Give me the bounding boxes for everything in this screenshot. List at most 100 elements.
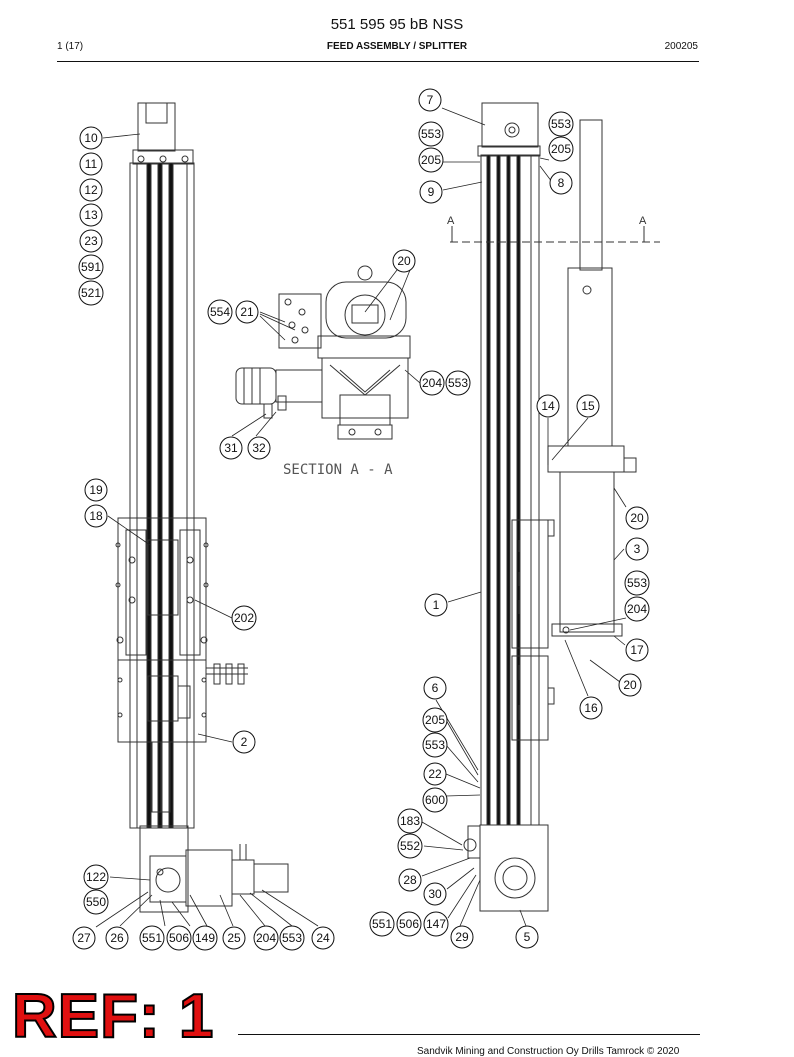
part-callout-9: 9 [419,180,443,204]
part-callout-553: 553 [445,370,471,396]
callout-circle [418,121,444,147]
part-callout-551: 551 [369,911,395,937]
part-callout-20: 20 [618,673,642,697]
part-callout-553: 553 [279,925,305,951]
part-callout-28: 28 [398,868,422,892]
reference-stamp: REF: 1 [11,982,215,1051]
callout-circle [618,673,642,697]
callout-number: 30 [428,887,442,901]
callout-circle [78,280,104,306]
part-callout-122: 122 [83,864,109,890]
callout-circle [397,808,423,834]
callout-circle [105,926,129,950]
callout-circle [222,926,246,950]
callout-number: 202 [234,611,254,625]
callout-circle [392,249,416,273]
part-callout-205: 205 [422,707,448,733]
callout-circle [166,925,192,951]
callout-number: 553 [421,127,441,141]
callout-circle [79,126,103,150]
callout-circle [424,593,448,617]
callout-circle [536,394,560,418]
callout-number: 16 [584,701,598,715]
callout-circle [419,370,445,396]
callout-circle [624,570,650,596]
part-callout-506: 506 [396,911,422,937]
part-callout-553: 553 [422,732,448,758]
callout-circle [207,299,233,325]
callout-circle [624,596,650,622]
callout-number: 24 [316,931,330,945]
callout-circle [219,436,243,460]
part-callout-551: 551 [139,925,165,951]
part-callout-204: 204 [624,596,650,622]
callout-number: 551 [372,917,392,931]
callout-number: 32 [252,441,266,455]
callout-number: 21 [240,305,254,319]
callout-number: 20 [630,511,644,525]
part-callout-27: 27 [72,926,96,950]
callout-number: 204 [627,602,647,616]
callout-number: 13 [84,208,98,222]
callout-number: 25 [227,931,241,945]
callout-number: 205 [421,153,441,167]
part-callout-552: 552 [397,833,423,859]
callout-circle [79,152,103,176]
callout-circle [625,638,649,662]
callout-number: 149 [195,931,215,945]
callout-circle [192,925,218,951]
part-callout-15: 15 [576,394,600,418]
footer-divider [238,1034,700,1035]
right-feed-beam [450,102,660,912]
callout-number: 17 [630,643,644,657]
part-callout-6: 6 [423,676,447,700]
callout-number: 205 [425,713,445,727]
callout-number: 506 [169,931,189,945]
callout-number: 122 [86,870,106,884]
callout-circle [78,254,104,280]
callout-circle [83,864,109,890]
callout-circle [576,394,600,418]
part-callout-30: 30 [423,882,447,906]
callout-number: 1 [433,598,440,612]
callout-number: 553 [627,576,647,590]
callout-circle [422,707,448,733]
callout-circle [423,911,449,937]
part-callout-149: 149 [192,925,218,951]
header-divider [57,61,699,62]
part-callout-506: 506 [166,925,192,951]
callout-number: 22 [428,767,442,781]
callout-circle [515,925,539,949]
callout-circle [418,88,442,112]
part-callout-553: 553 [548,111,574,137]
document-date: 200205 [664,41,698,52]
callout-number: 20 [623,678,637,692]
part-callout-147: 147 [423,911,449,937]
callout-circle [625,506,649,530]
part-callout-553: 553 [624,570,650,596]
callout-number: 5 [524,930,531,944]
section-mark-left: A [447,215,455,227]
callout-circle [549,171,573,195]
part-callout-8: 8 [549,171,573,195]
callout-number: 147 [426,917,446,931]
part-callout-21: 21 [235,300,259,324]
callout-number: 15 [581,399,595,413]
section-view-label: SECTION A - A [283,462,393,478]
callout-number: 552 [400,839,420,853]
part-callout-7: 7 [418,88,442,112]
callout-circle [72,926,96,950]
callout-number: 12 [84,183,98,197]
callout-number: 31 [224,441,238,455]
section-mark-right: A [639,215,647,227]
callout-circle [422,787,448,813]
callout-circle [548,136,574,162]
part-callout-26: 26 [105,926,129,950]
part-callout-29: 29 [450,925,474,949]
left-feed-beam [115,102,289,913]
callout-number: 7 [427,93,434,107]
part-callout-20: 20 [625,506,649,530]
part-callout-204: 204 [253,925,279,951]
callout-number: 19 [89,483,103,497]
